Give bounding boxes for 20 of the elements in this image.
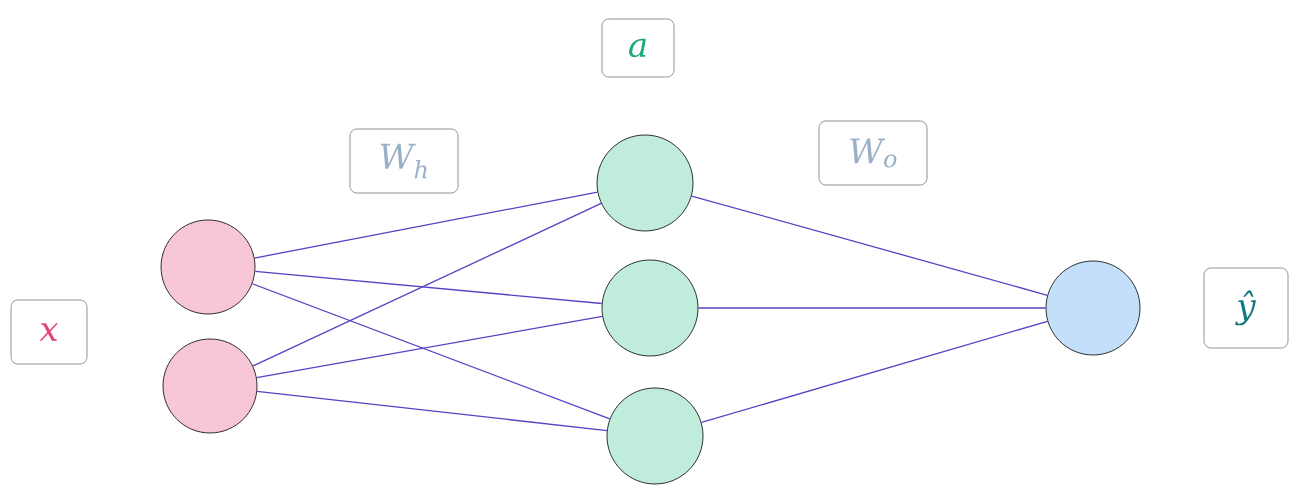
label-box: W$_{h}$ <box>349 128 459 194</box>
neuron-circle <box>601 259 699 357</box>
connection-line <box>697 307 1047 309</box>
connection-line <box>256 315 603 379</box>
label-box: ŷ <box>1203 267 1289 349</box>
neuron-circle <box>596 134 694 232</box>
label-box: W$_{o}$ <box>818 120 928 186</box>
connection-line <box>700 320 1049 424</box>
neuron-circle <box>160 219 256 315</box>
neuron-circle <box>606 387 704 485</box>
neuron-circle <box>1045 260 1141 356</box>
connection-line <box>253 191 599 259</box>
label-box: x <box>10 299 88 365</box>
neuron-circle <box>162 338 258 434</box>
label-box: a <box>601 18 675 78</box>
connection-line <box>252 202 602 367</box>
connection-line <box>251 283 611 420</box>
connection-line <box>254 270 603 305</box>
connection-line <box>256 390 608 432</box>
connection-line <box>691 195 1048 296</box>
